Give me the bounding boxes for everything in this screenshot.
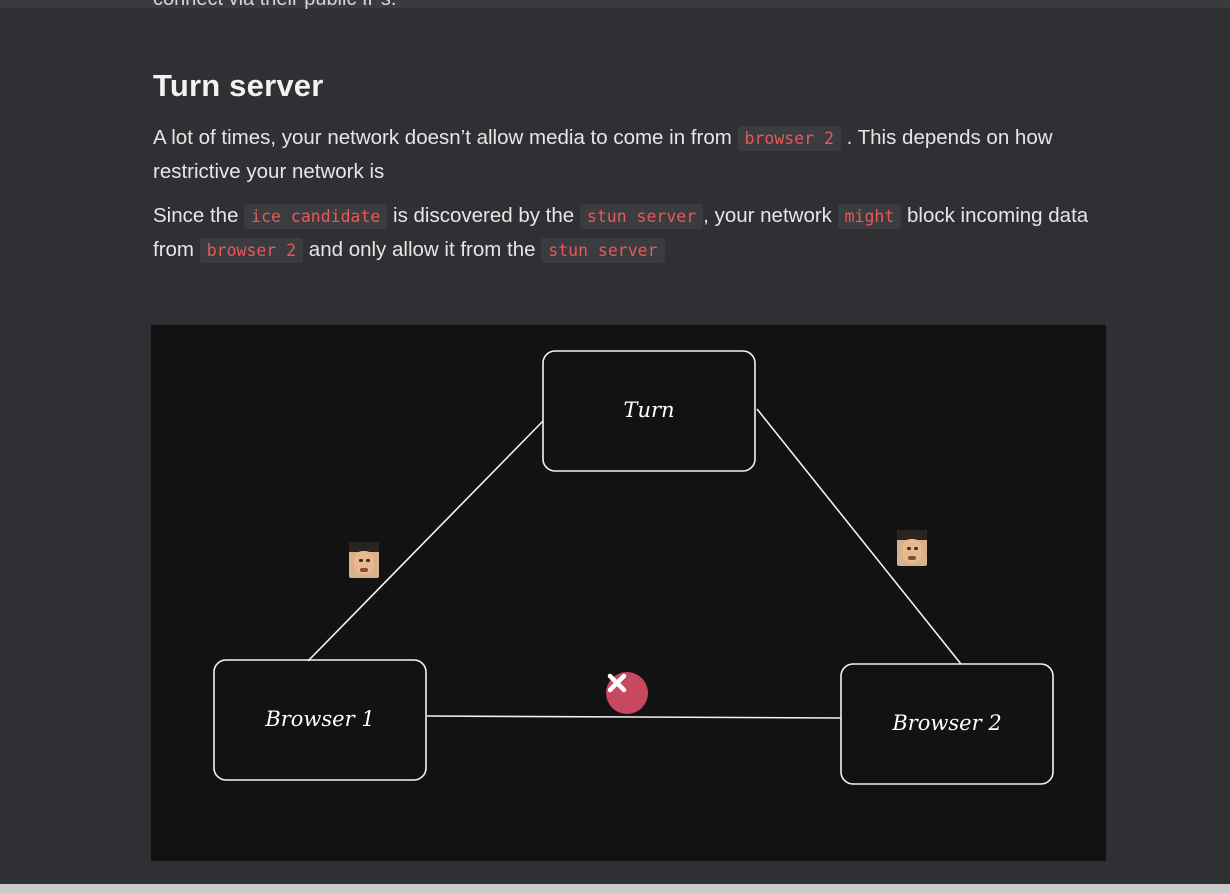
previous-paragraph-fragment: connect via their public IPs. [153,0,396,11]
node-browser-1-label: Browser 1 [264,707,374,731]
node-turn [542,350,756,472]
node-browser-2-label: Browser 2 [891,711,1001,735]
diagram-canvas: Turn Browser 1 Browser 2 [213,350,1054,785]
p2-text-5: and only allow it from the [303,238,542,261]
edge-turn-browser1 [307,420,544,662]
p1-text-1: A lot of times, your network doesn’t all… [153,126,738,149]
x-circle-icon [606,672,648,714]
node-browser-1 [213,659,427,781]
node-browser-2 [840,663,1054,785]
paragraph-ice-candidate: Since the ice candidate is discovered by… [153,199,1103,267]
code-ice-candidate: ice candidate [244,204,388,229]
face-avatar-icon [349,542,379,578]
section-title: Turn server [153,68,324,103]
edge-browser1-browser2 [426,715,842,719]
code-stun-server-second: stun server [541,238,665,263]
p2-text-1: Since the [153,204,245,227]
code-might: might [837,204,902,229]
paragraph-network-restriction: A lot of times, your network doesn’t all… [153,121,1103,188]
turn-server-diagram: Turn Browser 1 Browser 2 [151,325,1106,861]
code-browser-2: browser 2 [737,126,841,151]
window-bottom-bar [0,884,1230,893]
code-stun-server: stun server [579,204,704,229]
node-turn-label: Turn [623,398,674,422]
p1-text-2: . This depends on how restrictive your n… [153,126,1053,183]
face-avatar-icon [897,530,927,566]
x-glyph [607,673,627,693]
p2-text-3: , your network [703,204,838,227]
code-browser-2-second: browser 2 [199,238,304,263]
p2-text-4: block incoming data from [153,204,1089,261]
window-top-bar [0,0,1230,8]
p2-text-2: is discovered by the [387,204,580,227]
edge-turn-browser2 [756,408,962,665]
